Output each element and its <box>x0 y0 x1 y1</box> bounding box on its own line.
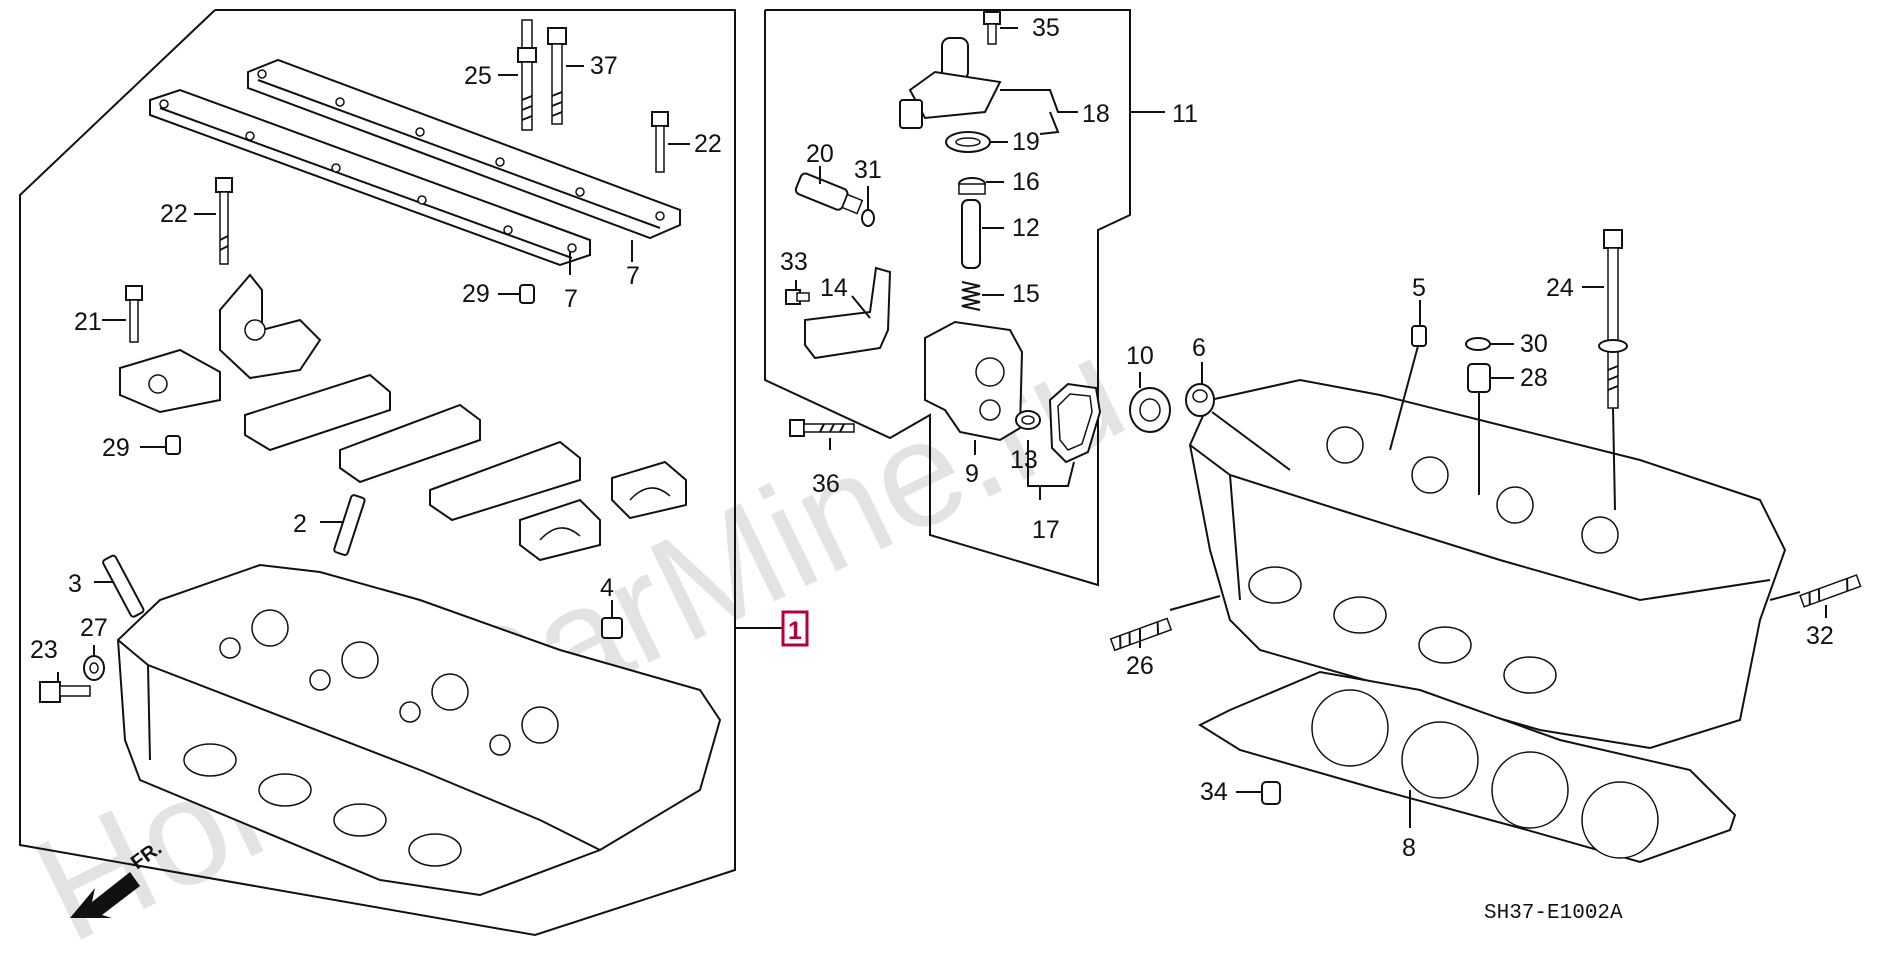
callout-3[interactable]: 3 <box>68 570 82 598</box>
callout-28[interactable]: 28 <box>1520 364 1548 392</box>
cam-holder-5 <box>611 460 687 520</box>
callout-5[interactable]: 5 <box>1412 274 1426 302</box>
spring-15 <box>961 281 981 311</box>
callout-29-right[interactable]: 29 <box>462 280 490 308</box>
callout-1[interactable]: 1 <box>788 617 802 645</box>
sleeve-28 <box>1467 363 1491 393</box>
bolt-23 <box>39 681 91 703</box>
bracket-14 <box>804 266 892 360</box>
callout-37[interactable]: 37 <box>590 52 618 80</box>
washer-27 <box>83 655 105 681</box>
cam-holder-3 <box>429 440 581 522</box>
callout-9[interactable]: 9 <box>965 460 979 488</box>
callout-numbers: 2 3 4 5 6 7 7 8 9 10 11 12 13 14 15 16 1… <box>30 14 1834 862</box>
spool-valve-12 <box>961 199 981 269</box>
callout-32[interactable]: 32 <box>1806 622 1834 650</box>
callout-16[interactable]: 16 <box>1012 168 1040 196</box>
callout-36[interactable]: 36 <box>812 470 840 498</box>
callout-7-left[interactable]: 7 <box>564 285 578 313</box>
callout-19[interactable]: 19 <box>1012 128 1040 156</box>
callout-13[interactable]: 13 <box>1010 446 1038 474</box>
cylinder-head-right-ports <box>1248 566 1557 694</box>
callout-26[interactable]: 26 <box>1126 652 1154 680</box>
callout-22-right[interactable]: 22 <box>694 130 722 158</box>
cap-16 <box>958 177 986 195</box>
callout-11[interactable]: 11 <box>1172 100 1198 128</box>
callout-1-box[interactable] <box>781 610 809 647</box>
callout-21[interactable]: 21 <box>74 308 102 336</box>
callout-18[interactable]: 18 <box>1082 100 1110 128</box>
head-gasket-8 <box>1197 670 1737 864</box>
callout-34[interactable]: 34 <box>1200 778 1228 806</box>
gasket-19 <box>945 131 991 153</box>
callout-31[interactable]: 31 <box>854 156 882 184</box>
oil-filter-13 <box>1015 410 1041 430</box>
diagram-code: SH37-E1002A <box>1484 902 1623 925</box>
rocker-shaft-rail-lower <box>149 88 591 267</box>
callout-25[interactable]: 25 <box>464 62 492 90</box>
cam-holder-bracket <box>219 273 322 380</box>
callout-17[interactable]: 17 <box>1032 516 1060 544</box>
leader-lines-left <box>57 65 690 682</box>
spool-valve-body-9 <box>924 320 1024 442</box>
callout-10[interactable]: 10 <box>1126 342 1154 370</box>
bolt-22-lower <box>215 177 233 265</box>
callout-30[interactable]: 30 <box>1520 330 1548 358</box>
dowel-pin-29-right <box>519 284 535 304</box>
callout-7-right[interactable]: 7 <box>626 262 640 290</box>
cylinder-head-right <box>1188 378 1787 750</box>
callout-23[interactable]: 23 <box>30 636 58 664</box>
spark-plug-tube-2 <box>333 494 366 556</box>
callout-4[interactable]: 4 <box>600 574 614 602</box>
fitting-5 <box>1411 325 1427 347</box>
bolt-36 <box>789 419 855 437</box>
callout-33[interactable]: 33 <box>780 248 808 276</box>
callout-35[interactable]: 35 <box>1032 14 1060 42</box>
bolt-25 <box>517 19 537 131</box>
callout-8[interactable]: 8 <box>1402 834 1416 862</box>
callout-20[interactable]: 20 <box>806 140 834 168</box>
cam-holder-4 <box>519 498 601 562</box>
o-ring-31 <box>861 209 875 227</box>
cylinder-head-left <box>116 563 722 897</box>
plug-4 <box>601 617 623 639</box>
callout-29-left[interactable]: 29 <box>102 434 130 462</box>
rocker-shaft-rail-upper <box>247 58 681 240</box>
bolt-24 <box>1598 229 1628 409</box>
cam-holder-1 <box>244 373 391 452</box>
seal-10 <box>1129 387 1171 433</box>
washer-30 <box>1465 337 1491 351</box>
dowel-34 <box>1261 781 1281 805</box>
stud-32 <box>1799 574 1862 608</box>
dowel-pin-29-left <box>165 435 181 455</box>
cylinder-head-valve-seats <box>219 609 559 756</box>
bolt-21 <box>125 285 143 343</box>
leader-lines-middle <box>795 27 1078 500</box>
cam-holder-2 <box>339 403 481 484</box>
cam-holder-left <box>119 348 221 414</box>
gasket-17 <box>1048 382 1102 464</box>
callout-12[interactable]: 12 <box>1012 214 1040 242</box>
cylinder-head-right-valve-seats <box>1326 426 1619 554</box>
bolt-35 <box>983 11 1001 45</box>
callout-22-left[interactable]: 22 <box>160 200 188 228</box>
leader-lines-right <box>1139 286 1827 828</box>
assembly-frame-left <box>19 9 736 937</box>
bolt-22-upper <box>651 111 669 173</box>
callout-6[interactable]: 6 <box>1192 334 1206 362</box>
bolt-33 <box>785 289 810 305</box>
oil-pressure-switch-20 <box>794 172 864 215</box>
plug-6 <box>1185 383 1215 417</box>
bolt-37 <box>547 27 567 125</box>
cylinder-head-ports <box>183 743 462 867</box>
callout-15[interactable]: 15 <box>1012 280 1040 308</box>
spark-plug-tube-3 <box>102 554 145 618</box>
callout-14[interactable]: 14 <box>820 274 848 302</box>
callout-27[interactable]: 27 <box>80 614 108 642</box>
callout-2[interactable]: 2 <box>293 510 307 538</box>
callout-24[interactable]: 24 <box>1546 274 1574 302</box>
vtec-solenoid-18 <box>899 37 1002 129</box>
